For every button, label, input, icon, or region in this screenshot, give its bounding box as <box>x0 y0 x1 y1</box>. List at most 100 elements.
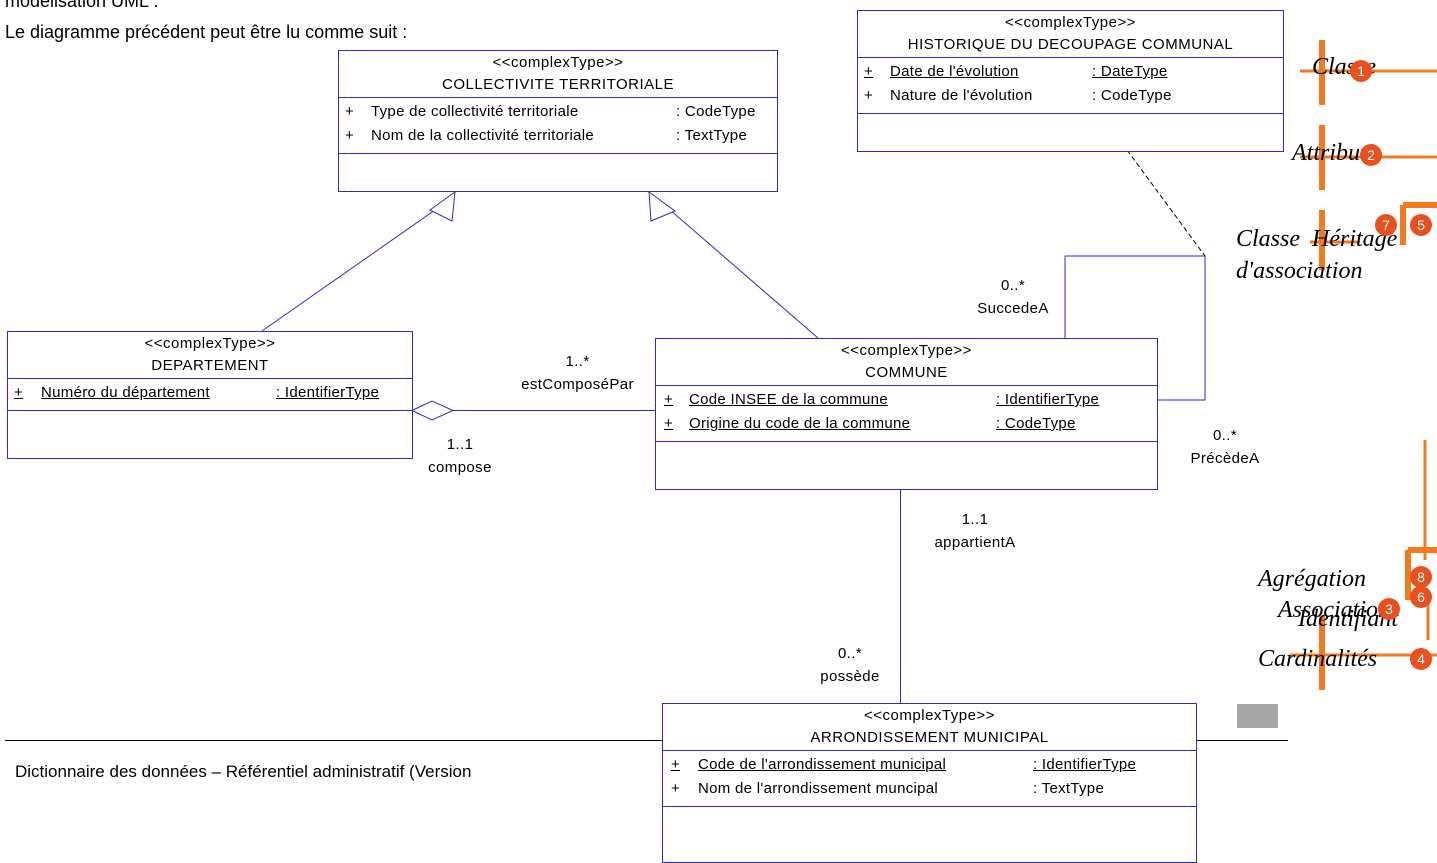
attribute-type: : IdentifierType <box>1033 756 1137 773</box>
attribute-name: Code INSEE de la commune <box>689 391 888 408</box>
attribute-row: + Date de l'évolution : DateType <box>858 61 1283 85</box>
attribute-type: : IdentifierType <box>996 391 1100 408</box>
role-succedea: 0..* SuccedeA <box>963 274 1063 320</box>
inheritance-triangle-left <box>429 190 456 222</box>
class-collectivite-territoriale: <<complexType>> COLLECTIVITE TERRITORIAL… <box>338 50 778 192</box>
association-class-link <box>1126 149 1206 257</box>
legend-classe-association-2: d'association <box>1236 258 1363 284</box>
class-header: <<complexType>> DEPARTEMENT <box>8 332 412 379</box>
badge-3: 3 <box>1378 598 1400 620</box>
class-header: <<complexType>> ARRONDISSEMENT MUNICIPAL <box>663 704 1196 751</box>
stereotype: <<complexType>> <box>864 707 995 724</box>
visibility: + <box>664 391 674 408</box>
class-name: HISTORIQUE DU DECOUPAGE COMMUNAL <box>907 36 1234 53</box>
class-name: COMMUNE <box>865 364 948 381</box>
attribute-type: : TextType <box>676 127 748 144</box>
visibility: + <box>345 103 355 120</box>
attribute-row: + Numéro du département : IdentifierType <box>8 382 412 406</box>
cardinality: 1..1 <box>446 436 474 453</box>
attribute-type: : IdentifierType <box>276 384 380 401</box>
role-name: estComposéPar <box>521 376 634 393</box>
class-arrondissement-municipal: <<complexType>> ARRONDISSEMENT MUNICIPAL… <box>662 703 1197 863</box>
legend-agregation: Agrégation <box>1258 566 1366 592</box>
self-association-line <box>1064 255 1206 401</box>
role-possede: 0..* possède <box>810 642 890 688</box>
cardinality: 0..* <box>1212 427 1238 444</box>
stereotype: <<complexType>> <box>1005 14 1136 31</box>
class-header: <<complexType>> HISTORIQUE DU DECOUPAGE … <box>858 11 1283 58</box>
class-name: ARRONDISSEMENT MUNICIPAL <box>810 729 1049 746</box>
visibility: + <box>671 780 681 797</box>
inheritance-line-commune <box>661 202 819 339</box>
role-compose: 1..1 compose <box>415 433 505 479</box>
visibility: + <box>14 384 24 401</box>
inheritance-line-departement <box>261 202 446 332</box>
role-name: possède <box>820 668 880 685</box>
visibility: + <box>864 87 874 104</box>
attribute-name: Type de collectivité territoriale <box>371 103 579 120</box>
class-historique-decoupage-communal: <<complexType>> HISTORIQUE DU DECOUPAGE … <box>857 10 1284 152</box>
attribute-type: : TextType <box>1033 780 1105 797</box>
attribute-name: Date de l'évolution <box>890 63 1019 80</box>
badge-7: 7 <box>1375 214 1397 236</box>
visibility: + <box>864 63 874 80</box>
role-estcomposepar: 1..* estComposéPar <box>505 350 650 396</box>
aggregation-diamond <box>410 400 455 421</box>
visibility: + <box>671 756 681 773</box>
attribute-name: Origine du code de la commune <box>689 415 911 432</box>
visibility: + <box>664 415 674 432</box>
class-header: <<complexType>> COMMUNE <box>656 339 1157 386</box>
cardinality: 0..* <box>1000 277 1026 294</box>
legend-association: Association <box>1278 597 1390 623</box>
role-name: appartientA <box>934 534 1016 551</box>
role-appartienta: 1..1 appartientA <box>915 508 1035 554</box>
badge-5: 5 <box>1410 214 1432 236</box>
attribute-row: + Nom de la collectivité territoriale : … <box>339 125 777 149</box>
class-name: COLLECTIVITE TERRITORIALE <box>442 76 674 93</box>
cardinality: 1..1 <box>961 511 989 528</box>
attribute-list: + Code de l'arrondissement municipal : I… <box>663 751 1196 807</box>
attribute-row: + Type de collectivité territoriale : Co… <box>339 101 777 125</box>
class-name: DEPARTEMENT <box>151 357 269 374</box>
attribute-type: : CodeType <box>1092 87 1172 104</box>
role-name: SuccedeA <box>977 300 1049 317</box>
attribute-row: + Origine du code de la commune : CodeTy… <box>656 413 1157 437</box>
intro-line-1: modélisation UML : <box>5 0 159 11</box>
stereotype: <<complexType>> <box>492 54 624 71</box>
attribute-row: + Nom de l'arrondissement muncipal : Tex… <box>663 778 1196 802</box>
role-name: compose <box>428 459 492 476</box>
class-commune: <<complexType>> COMMUNE + Code INSEE de … <box>655 338 1158 490</box>
attribute-list: + Code INSEE de la commune : IdentifierT… <box>656 386 1157 442</box>
attribute-name: Code de l'arrondissement municipal <box>698 756 947 773</box>
attribute-type: : DateType <box>1092 63 1168 80</box>
attribute-name: Numéro du département <box>41 384 210 401</box>
attribute-list: + Date de l'évolution : DateType + Natur… <box>858 58 1283 114</box>
attribute-type: : CodeType <box>996 415 1076 432</box>
legend-classe-association-1: Classe <box>1236 226 1301 252</box>
attribute-row: + Code de l'arrondissement municipal : I… <box>663 754 1196 778</box>
attribute-list: + Type de collectivité territoriale : Co… <box>339 98 777 154</box>
cardinality: 1..* <box>565 353 590 370</box>
inheritance-triangle-right <box>648 190 677 222</box>
class-departement: <<complexType>> DEPARTEMENT + Numéro du … <box>7 331 413 459</box>
legend-cardinalites: Cardinalités <box>1258 646 1378 672</box>
legend-attribut: Attribut <box>1292 140 1367 166</box>
annotation-marks <box>1290 40 1437 690</box>
badge-1: 1 <box>1350 60 1372 82</box>
stereotype: <<complexType>> <box>144 335 276 352</box>
badge-4: 4 <box>1410 648 1432 670</box>
gray-marker <box>1237 704 1278 728</box>
attribute-name: Nom de la collectivité territoriale <box>371 127 595 144</box>
intro-line-2: Le diagramme précédent peut être lu comm… <box>5 22 408 42</box>
stereotype: <<complexType>> <box>841 342 972 359</box>
role-name: PrécèdeA <box>1190 450 1260 467</box>
visibility: + <box>345 127 355 144</box>
footer-text: Dictionnaire des données – Référentiel a… <box>15 762 472 781</box>
attribute-type: : CodeType <box>676 103 756 120</box>
attribute-list: + Numéro du département : IdentifierType <box>8 379 412 411</box>
attribute-row: + Nature de l'évolution : CodeType <box>858 85 1283 109</box>
class-header: <<complexType>> COLLECTIVITE TERRITORIAL… <box>339 51 777 98</box>
badge-8: 8 <box>1410 566 1432 588</box>
attribute-name: Nature de l'évolution <box>890 87 1033 104</box>
